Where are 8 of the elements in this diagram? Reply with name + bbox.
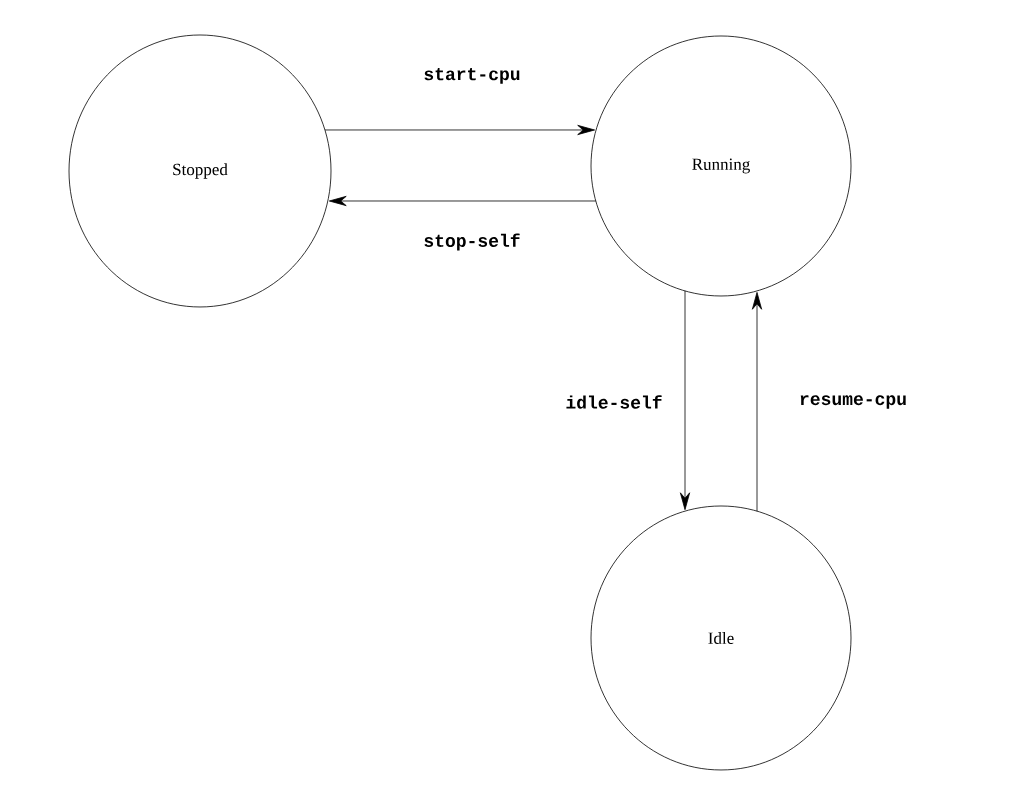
edge-label: idle-self <box>564 394 664 410</box>
edge-label: start-cpu <box>422 67 522 85</box>
arrow <box>324 124 595 136</box>
edge-label: stop-self <box>422 232 522 252</box>
arrow <box>679 290 691 511</box>
edge-label: resume-cpu <box>798 394 908 410</box>
arrow <box>328 195 597 207</box>
arrow <box>751 292 763 512</box>
